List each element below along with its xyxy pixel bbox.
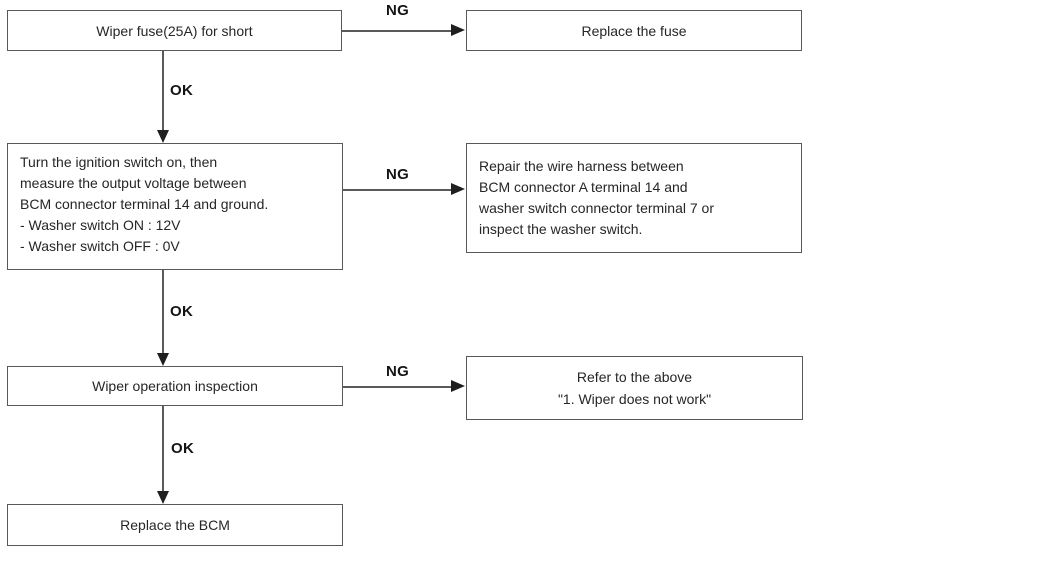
edge-label-ok-2: OK xyxy=(170,303,194,320)
node-refer-above-text: Refer to the above "1. Wiper does not wo… xyxy=(557,369,712,407)
node-replace-bcm-text: Replace the BCM xyxy=(120,517,230,533)
node-repair-harness-text: Repair the wire harness between BCM conn… xyxy=(479,158,714,237)
node-repair-harness: Repair the wire harness between BCM conn… xyxy=(466,143,802,253)
edge-label-ng-2: NG xyxy=(386,166,410,183)
arrow-down-icon xyxy=(157,130,169,143)
arrow-right-icon xyxy=(451,183,465,195)
connector-line xyxy=(162,270,164,353)
edge-label-ng-3: NG xyxy=(386,363,410,380)
connector-line xyxy=(343,189,452,191)
arrow-right-icon xyxy=(451,24,465,36)
node-refer-above: Refer to the above "1. Wiper does not wo… xyxy=(466,356,803,420)
edge-label-ok-1: OK xyxy=(170,82,194,99)
node-replace-fuse-text: Replace the fuse xyxy=(581,22,687,39)
node-check-fuse-text: Wiper fuse(25A) for short xyxy=(96,22,253,39)
node-wiper-inspection-text: Wiper operation inspection xyxy=(92,378,258,394)
node-measure-voltage: Turn the ignition switch on, then measur… xyxy=(7,143,343,270)
connector-line xyxy=(162,406,164,491)
node-replace-bcm: Replace the BCM xyxy=(7,504,343,546)
edge-label-ng-1: NG xyxy=(386,2,410,19)
connector-line xyxy=(162,51,164,130)
arrow-down-icon xyxy=(157,491,169,504)
node-wiper-inspection: Wiper operation inspection xyxy=(7,366,343,406)
node-check-fuse: Wiper fuse(25A) for short xyxy=(7,10,342,51)
connector-line xyxy=(342,30,452,32)
connector-line xyxy=(342,386,452,388)
node-measure-voltage-text: Turn the ignition switch on, then measur… xyxy=(20,154,269,254)
arrow-down-icon xyxy=(157,353,169,366)
node-replace-fuse: Replace the fuse xyxy=(466,10,802,51)
arrow-right-icon xyxy=(451,380,465,392)
edge-label-ok-3: OK xyxy=(171,440,195,457)
